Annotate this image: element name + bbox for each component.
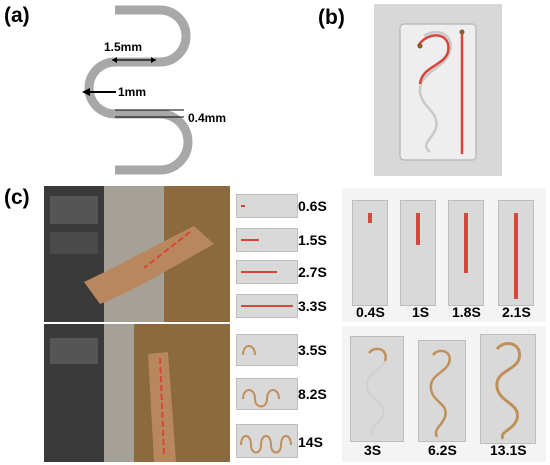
panel-label-a: (a) — [4, 4, 30, 27]
vertical-time-label: 2.1S — [502, 304, 531, 320]
photo-arm-bent — [44, 186, 230, 322]
serpentine-chip — [418, 340, 466, 442]
panel-label-b: (b) — [318, 6, 345, 29]
filled-channel — [416, 34, 450, 85]
strip-time-label: 8.2S — [298, 386, 327, 402]
vertical-chip — [352, 200, 388, 306]
serpentine-chip-panel: 3S 6.2S 13.1S — [342, 326, 546, 462]
vertical-chip — [498, 200, 534, 306]
strip-time-label: 3.3S — [298, 298, 327, 314]
strip-time-label: 14S — [298, 434, 323, 450]
jacket — [134, 324, 230, 462]
strip-time-label: 0.6S — [298, 198, 327, 214]
serpentine-time-label: 13.1S — [490, 442, 527, 458]
thickness-label: 0.4mm — [188, 111, 227, 125]
chip-photo — [374, 4, 502, 176]
strip-time-label: 3.5S — [298, 342, 327, 358]
strip-frame — [236, 378, 298, 410]
empty-channel — [418, 30, 452, 153]
strip-time-label: 2.7S — [298, 264, 327, 280]
arm — [84, 226, 214, 304]
serpentine-chip — [350, 336, 404, 442]
serpentine-time-label: 3S — [364, 442, 382, 458]
strip-frame — [236, 334, 298, 366]
strip-time-label: 1.5S — [298, 232, 327, 248]
panel-label-c: (c) — [4, 186, 30, 209]
vertical-time-label: 1S — [412, 304, 430, 320]
serpentine-schematic — [82, 5, 193, 175]
glass-slide — [399, 23, 477, 161]
serpentine-time-label: 6.2S — [428, 442, 457, 458]
vertical-chip — [400, 200, 436, 306]
strip-frame — [236, 260, 298, 284]
width-label: 1.5mm — [104, 40, 143, 54]
channel-path — [84, 5, 193, 175]
strip-frame — [236, 194, 298, 218]
vertical-time-label: 0.4S — [356, 304, 385, 320]
strip-frame — [236, 424, 298, 458]
gap-label: 1mm — [118, 85, 147, 99]
photo-arm-straight — [44, 324, 230, 462]
vertical-chip — [448, 200, 484, 306]
strip-frame — [236, 228, 298, 252]
serpentine-chip — [480, 334, 536, 444]
vertical-chip-panel: 0.4S 1S 1.8S 2.1S — [342, 188, 546, 322]
serpentine-strip-column: 3.5S 8.2S 14S — [236, 326, 336, 462]
vertical-time-label: 1.8S — [452, 304, 481, 320]
strip-frame — [236, 294, 298, 318]
straight-strip-column: 0.6S 1.5S 2.7S 3.3S — [236, 188, 336, 322]
